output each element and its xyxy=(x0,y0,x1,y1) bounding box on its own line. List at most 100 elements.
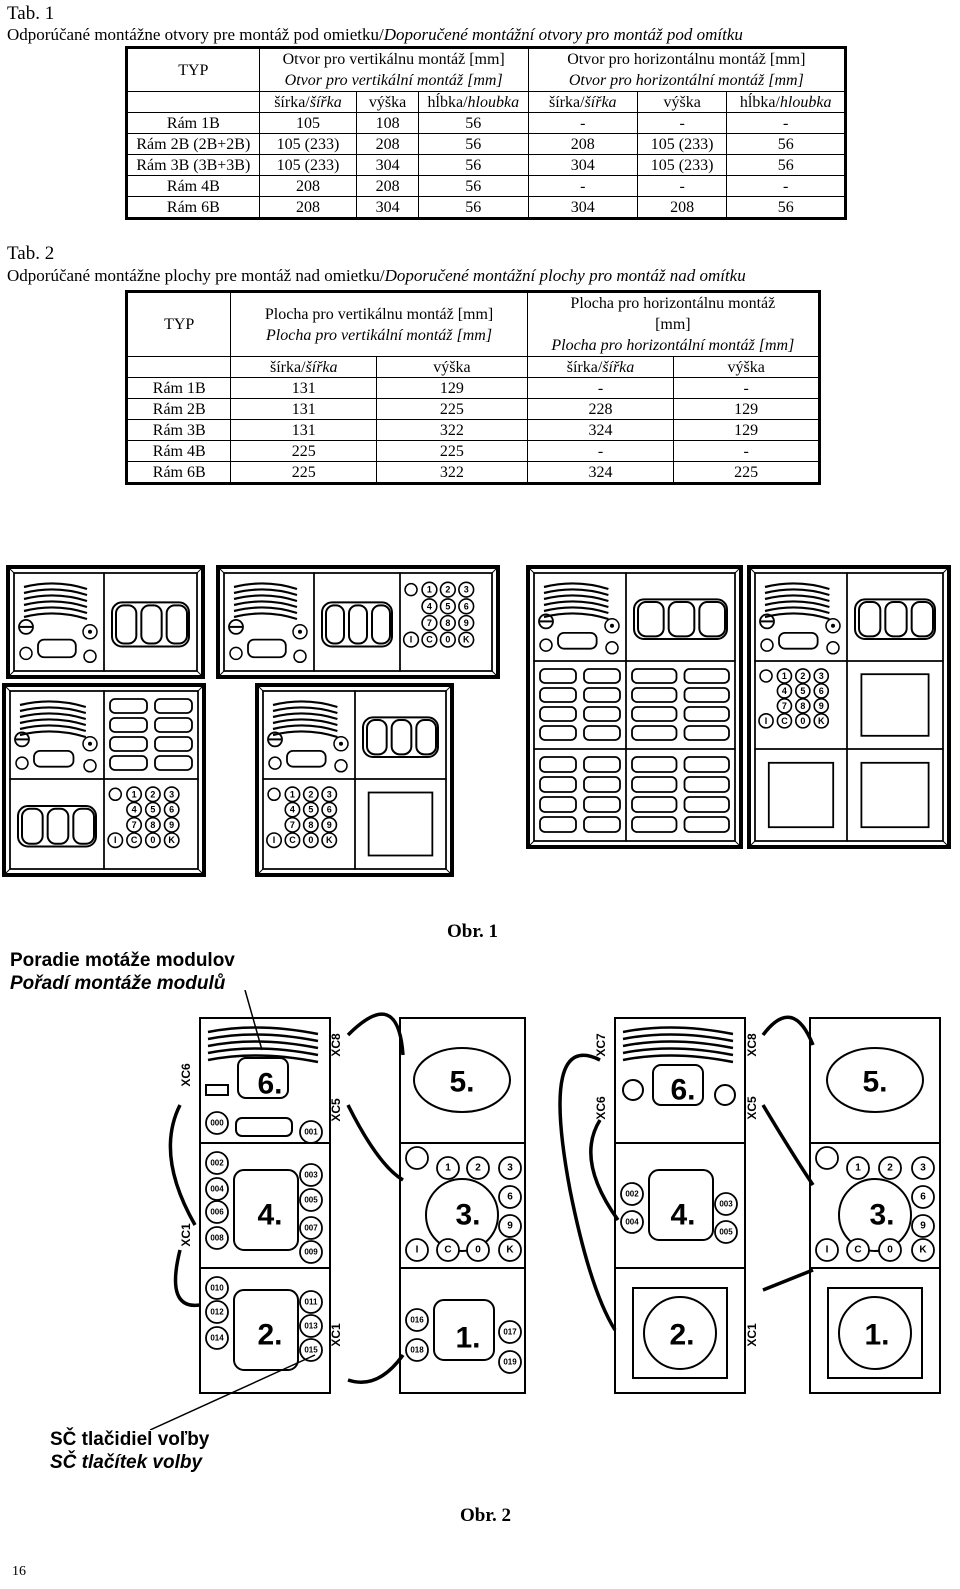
tab1-caption-cs: Doporučené montážní otvory pro montáž po… xyxy=(383,25,743,44)
tab1-cell: - xyxy=(726,175,846,197)
keypad-key: 3 xyxy=(507,1163,513,1174)
blank-module xyxy=(846,748,944,842)
module-number: 1. xyxy=(455,1322,480,1355)
module-2-right xyxy=(614,1267,746,1394)
tab1-sub-hlbka: hĺbka/hloubka xyxy=(417,91,529,113)
cable xyxy=(347,1353,405,1384)
tab1-sub-blank xyxy=(126,91,260,113)
tab1-cell: 56 xyxy=(417,154,529,176)
tab2-horz-header: Plocha pro horizontálnu montáž[mm]Plocha… xyxy=(526,291,821,357)
keypad-key-circle xyxy=(436,1238,460,1262)
button-code: 001 xyxy=(304,1128,318,1137)
tab2-cell: Rám 1B xyxy=(125,377,232,399)
cable xyxy=(346,1012,405,1056)
tab1-cell: 56 xyxy=(726,154,846,176)
button-code: 017 xyxy=(503,1328,517,1337)
keypad-key-circle xyxy=(911,1156,935,1180)
keypad-key: 0 xyxy=(150,835,155,845)
buttons-module xyxy=(625,748,736,842)
cable xyxy=(761,1104,815,1186)
buttons-module xyxy=(103,690,199,780)
keypad-key: K xyxy=(919,1245,927,1256)
keypad-key-circle xyxy=(911,1185,935,1209)
keypad-key: 9 xyxy=(169,820,174,830)
keypad-key-circle xyxy=(878,1238,902,1262)
order-label-cs: Pořadí montáže modulů xyxy=(10,973,226,994)
tab2-cell: 322 xyxy=(376,461,528,484)
tab1-cell: Rám 2B (2B+2B) xyxy=(126,133,260,155)
tab1-cell: Rám 1B xyxy=(126,112,260,134)
tab1-cell: 208 xyxy=(356,133,419,155)
order-label-sk: Poradie motáže modulov xyxy=(10,950,235,971)
buttons-module xyxy=(625,660,736,750)
figure2-title: Obr. 2 xyxy=(460,1505,512,1526)
keypad-key-circle xyxy=(878,1156,902,1180)
keypad-key: 5 xyxy=(150,805,155,815)
tab1-cell: 56 xyxy=(417,133,529,155)
keypad-key: 6 xyxy=(819,686,824,696)
keypad-key: 2 xyxy=(475,1163,481,1174)
tab2-caption-sk: Odporúčané montážne plochy pre montáž na… xyxy=(7,266,385,285)
button-code: 008 xyxy=(210,1234,224,1243)
tab1-cell: 304 xyxy=(356,154,419,176)
keypad-key: 7 xyxy=(290,820,295,830)
keypad-key: 6 xyxy=(920,1192,926,1203)
tab2-cell: 131 xyxy=(230,398,378,420)
keypad-key: 0 xyxy=(445,635,450,645)
speaker-module xyxy=(262,690,356,780)
display-module xyxy=(846,572,944,662)
keypad-key: 3 xyxy=(920,1163,926,1174)
keypad-key: 8 xyxy=(150,820,155,830)
keypad-key: C xyxy=(781,716,788,726)
keypad-key: 3 xyxy=(464,585,469,595)
button-code: 005 xyxy=(304,1196,318,1205)
button-code: 002 xyxy=(210,1159,224,1168)
keypad-key: 4 xyxy=(782,686,787,696)
tab1-cell: 56 xyxy=(726,196,846,219)
tab2-cell: 225 xyxy=(230,440,378,462)
tab2-cell: 129 xyxy=(376,377,528,399)
tab2-sub-sirka: šírka/šířka xyxy=(230,356,378,378)
code-button xyxy=(205,1151,229,1175)
tab1-cell: - xyxy=(726,112,846,134)
keypad-key-circle xyxy=(498,1156,522,1180)
tab1-cell: Rám 6B xyxy=(126,196,260,219)
tab2-cell: - xyxy=(526,377,675,399)
speaker-module xyxy=(13,572,105,672)
code-button xyxy=(714,1220,738,1244)
keypad-key: 0 xyxy=(800,716,805,726)
keypad-key-circle xyxy=(466,1238,490,1262)
module-1-right xyxy=(809,1267,941,1394)
code-button xyxy=(205,1300,229,1324)
keypad-key: 6 xyxy=(169,805,174,815)
pointer-line xyxy=(244,990,263,1051)
figure1-title: Obr. 1 xyxy=(447,921,499,942)
keypad-key: 1 xyxy=(427,585,432,595)
tab2-cell: - xyxy=(673,377,820,399)
keypad-key: 1 xyxy=(132,789,137,799)
keypad-key: 6 xyxy=(327,805,332,815)
keypad-key: 8 xyxy=(308,820,313,830)
tab1-cell: 208 xyxy=(356,175,419,197)
keypad-key-circle xyxy=(815,1146,839,1170)
button-code: 007 xyxy=(304,1224,318,1233)
button-code: 018 xyxy=(410,1346,424,1355)
module-number: 4. xyxy=(670,1199,695,1232)
button-code: 011 xyxy=(305,1298,318,1307)
tab1-cell: 105 (233) xyxy=(258,154,358,176)
connector-label: XC6 xyxy=(179,1063,193,1087)
keypad-key: 5 xyxy=(308,805,313,815)
button-code: 012 xyxy=(210,1308,224,1317)
button-code: 003 xyxy=(304,1171,318,1180)
button-code: 005 xyxy=(719,1228,733,1237)
tab2-caption-cs: Doporučené montážní plochy pro montáž na… xyxy=(384,266,746,285)
code-button xyxy=(498,1320,522,1344)
connector-label: XC1 xyxy=(745,1323,759,1347)
code-button xyxy=(205,1276,229,1300)
